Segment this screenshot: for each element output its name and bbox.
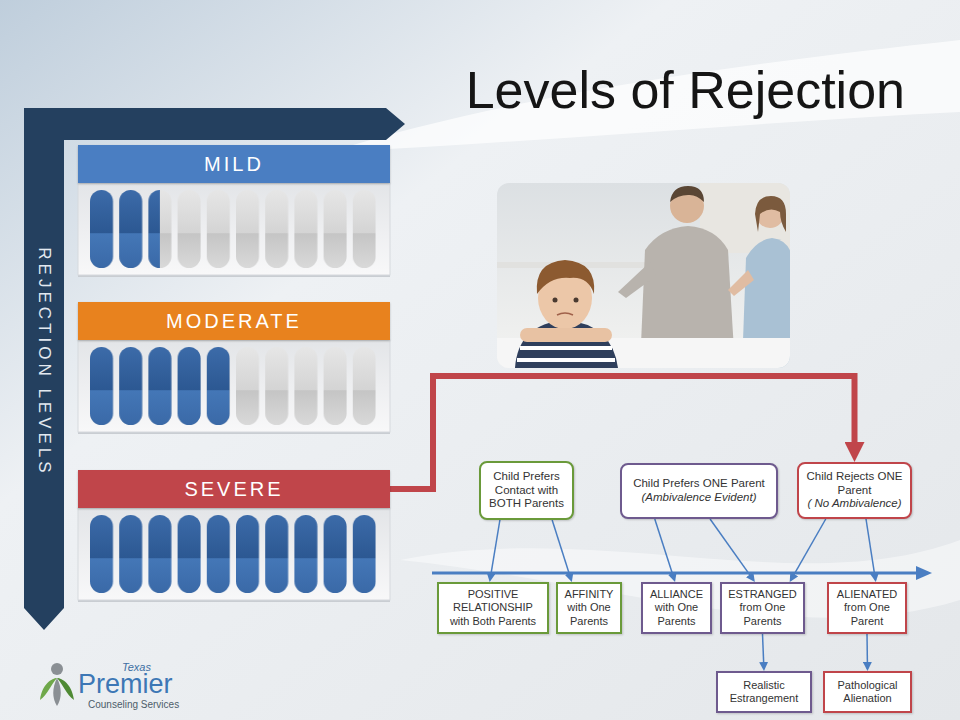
mother-hair xyxy=(755,196,786,232)
father-arm xyxy=(618,262,656,298)
relationship-box: ESTRANGED from One Parents xyxy=(720,582,805,634)
slide-title: Levels of Rejection xyxy=(466,62,905,119)
timeline xyxy=(432,572,920,575)
background-swoosh xyxy=(330,40,960,152)
pill-row-filled xyxy=(90,347,230,425)
child-hair xyxy=(537,260,595,294)
logo-text: Counseling Services xyxy=(88,699,179,710)
shirt-stripes xyxy=(517,348,615,360)
connector-arrow xyxy=(552,520,571,580)
box-text: Realistic Estrangement xyxy=(722,679,806,705)
panel-shadow xyxy=(78,510,390,602)
moderate-pills xyxy=(90,347,376,425)
box-text: ESTRANGED from One Parents xyxy=(726,588,799,628)
photo-ground xyxy=(497,183,790,368)
bracket-shape xyxy=(24,108,405,630)
relationship-box: ALIENATED from One Parent xyxy=(827,582,907,634)
relationship-box: ALLIANCE with One Parents xyxy=(641,582,712,634)
mother-arm xyxy=(728,270,754,296)
logo-icon xyxy=(40,663,74,706)
level-band: MODERATE xyxy=(78,302,390,340)
child-arms xyxy=(520,328,612,342)
outcome-box: Realistic Estrangement xyxy=(716,671,812,713)
state-box: Child Prefers Contact with BOTH Parents xyxy=(479,461,574,520)
child-mouth xyxy=(557,313,573,315)
connector-arrow xyxy=(655,519,675,580)
mild-pills xyxy=(90,190,376,268)
pill-row-empty xyxy=(90,347,376,425)
box-text: ALIENATED from One Parent xyxy=(833,588,901,628)
child-eye xyxy=(553,298,558,303)
axis-title: REJECTION LEVELS xyxy=(35,247,54,476)
pill-row-filled xyxy=(90,190,160,268)
connector-arrow xyxy=(866,519,875,580)
rejection-levels-bracket: REJECTION LEVELS MILD MODERATE SEVERE xyxy=(24,108,406,632)
pill-panel xyxy=(78,508,390,600)
pill-row-empty xyxy=(90,190,376,268)
timeline-arrowhead xyxy=(916,566,932,580)
logo-name: Premier xyxy=(78,670,173,700)
photo-illustration xyxy=(497,183,790,368)
panel-shadow xyxy=(78,342,390,434)
box-text: ( No Ambivalence) xyxy=(807,497,901,511)
connector-arrow xyxy=(866,634,868,669)
level-name: MODERATE xyxy=(166,310,302,333)
pill-panel xyxy=(78,183,390,275)
box-text: Pathological Alienation xyxy=(829,679,906,705)
box-text: POSITIVE RELATIONSHIP with Both Parents xyxy=(443,588,543,628)
level-name: SEVERE xyxy=(184,478,283,501)
level-band: MILD xyxy=(78,145,390,183)
state-box: Child Rejects ONE Parent( No Ambivalence… xyxy=(797,462,912,519)
severe-pills xyxy=(90,515,376,593)
level-band: SEVERE xyxy=(78,470,390,508)
box-text: AFFINITY with One Parents xyxy=(562,588,616,628)
father-hair xyxy=(670,186,704,202)
panel-shadow xyxy=(78,185,390,277)
connector-arrow xyxy=(710,519,754,580)
outcome-box: Pathological Alienation xyxy=(823,671,912,713)
logo-head xyxy=(51,663,63,675)
level-name: MILD xyxy=(204,153,264,176)
pill-panel xyxy=(78,340,390,432)
child-eye xyxy=(574,298,579,303)
box-text: Child Prefers ONE Parent xyxy=(633,477,765,491)
pill-row-filled xyxy=(90,515,376,593)
box-text: (Ambivalence Evident) xyxy=(641,491,756,505)
connector-arrow xyxy=(763,634,764,669)
bracket-outline xyxy=(24,108,406,632)
connector-arrow xyxy=(490,520,500,580)
relationship-box: AFFINITY with One Parents xyxy=(556,582,622,634)
box-text: Child Rejects ONE Parent xyxy=(803,470,906,498)
box-text: ALLIANCE with One Parents xyxy=(647,588,706,628)
relationship-box: POSITIVE RELATIONSHIP with Both Parents xyxy=(437,582,549,634)
logo-body xyxy=(53,678,61,706)
box-text: Child Prefers Contact with BOTH Parents xyxy=(485,470,568,511)
state-box: Child Prefers ONE Parent(Ambivalence Evi… xyxy=(620,463,778,519)
connector-arrow xyxy=(791,519,826,580)
